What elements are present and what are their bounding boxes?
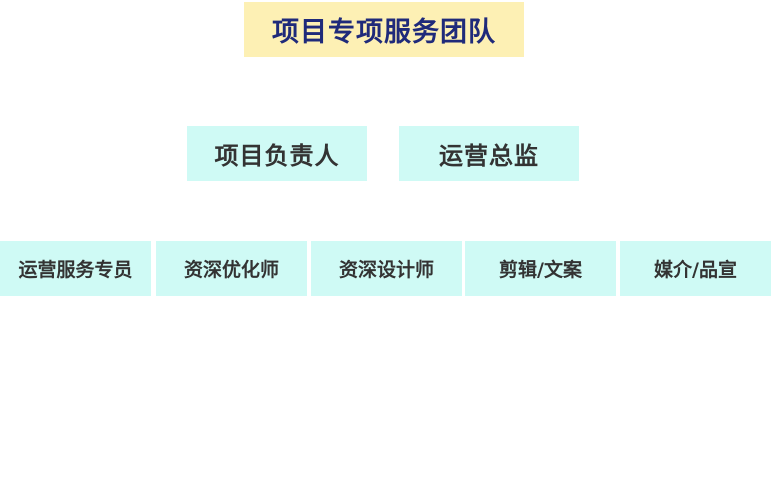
leader-box-operations-director: 运营总监 xyxy=(399,126,579,181)
member-label: 媒介/品宣 xyxy=(654,259,737,281)
member-box-operations-specialist: 运营服务专员 xyxy=(0,241,151,296)
member-label: 资深设计师 xyxy=(338,259,434,281)
diagram-title: 项目专项服务团队 xyxy=(244,2,524,57)
leader-box-project-lead: 项目负责人 xyxy=(187,126,367,181)
diagram-title-text: 项目专项服务团队 xyxy=(272,17,496,48)
member-label: 资深优化师 xyxy=(183,259,279,281)
member-box-senior-optimizer: 资深优化师 xyxy=(156,241,307,296)
leader-label: 运营总监 xyxy=(439,142,539,170)
member-label: 运营服务专员 xyxy=(18,259,133,281)
member-box-senior-designer: 资深设计师 xyxy=(311,241,462,296)
leader-label: 项目负责人 xyxy=(214,142,340,170)
member-box-media-branding: 媒介/品宣 xyxy=(620,241,771,296)
member-box-editing-copywriting: 剪辑/文案 xyxy=(465,241,616,296)
member-label: 剪辑/文案 xyxy=(499,259,582,281)
